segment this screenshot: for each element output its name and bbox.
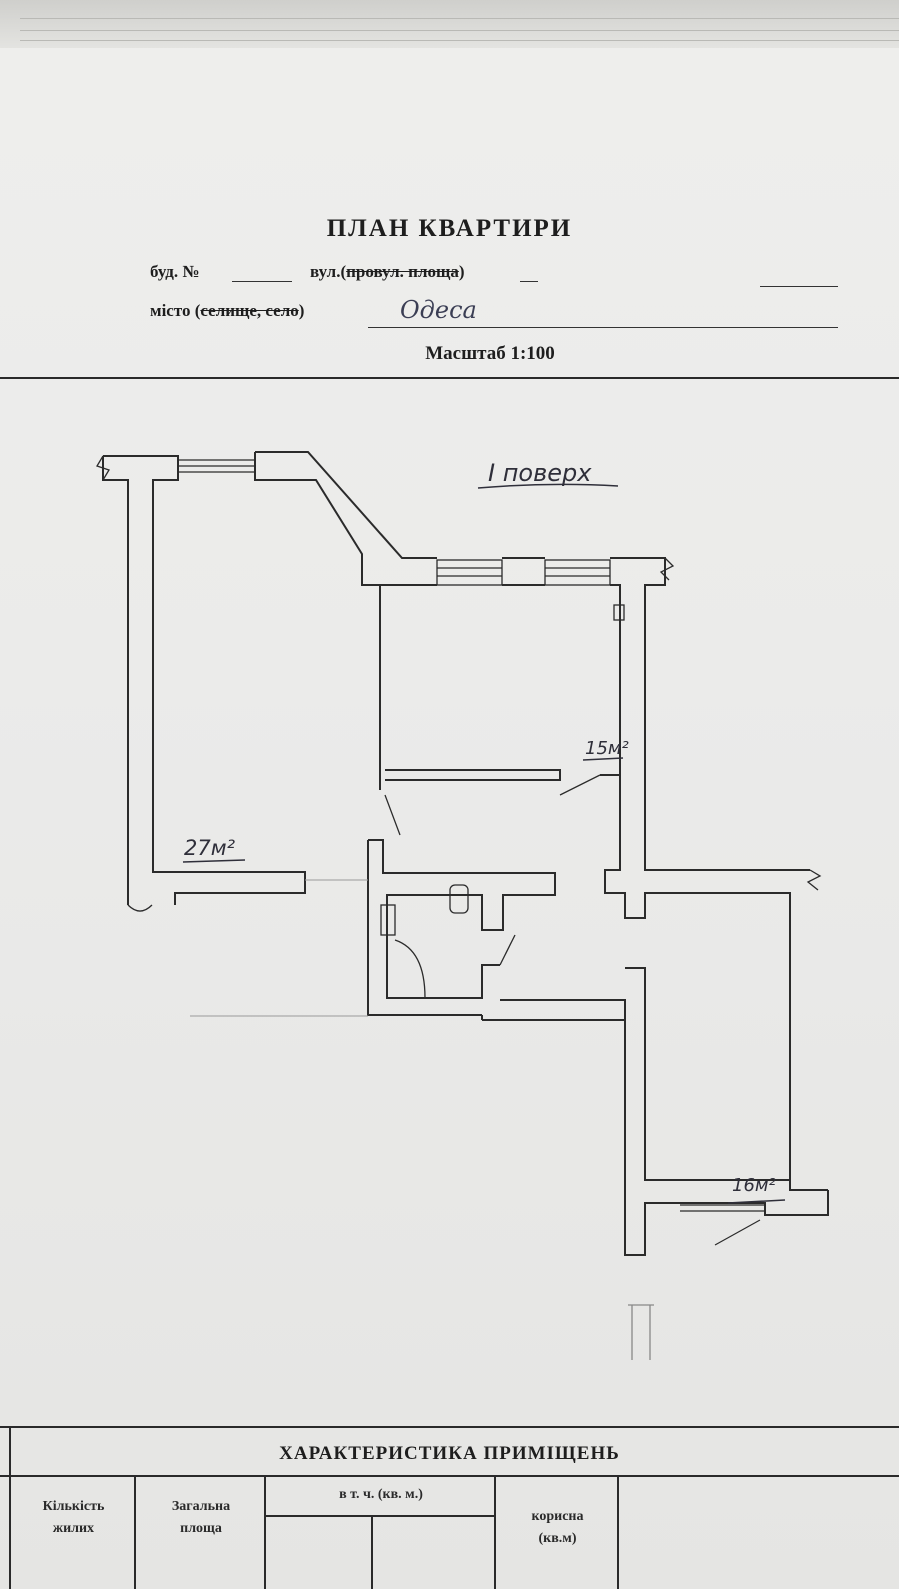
paper-edge-line [20,18,899,19]
entrance-mark [628,1304,654,1360]
city-blank[interactable] [368,327,838,328]
shower-icon [394,939,426,999]
window [436,559,611,586]
wall [368,839,556,999]
paper-edge-line [20,40,899,41]
wall [255,451,437,559]
label-underline [582,757,624,761]
door [384,794,401,836]
door [499,934,516,966]
floor-label: I поверх [488,459,592,487]
label-underline [182,859,246,863]
wall [385,769,561,781]
city-value: Одеса [400,296,477,324]
break-mark [659,557,675,581]
room-area-label: 15м² [585,738,629,759]
label-underline [727,1199,786,1204]
building-number-blank[interactable] [232,281,292,282]
scale-label: Масштаб 1:100 [425,343,555,364]
wall [367,840,482,1016]
column-header: в т. ч. (кв. м.) [339,1487,423,1502]
break-mark [806,869,822,891]
window [178,459,255,473]
document-title: ПЛАН КВАРТИРИ [326,215,573,242]
stove-icon [613,604,625,621]
wall [610,557,810,871]
break-mark [96,455,110,481]
wall [103,455,306,905]
label-underline [477,483,619,489]
wall [625,967,790,1181]
break-mark [127,904,153,912]
wall [500,999,680,1256]
room-area-label: 27м² [184,836,235,860]
wall [600,584,621,776]
building-number-label: буд. № [150,262,200,281]
room-area-label: 16м² [732,1175,776,1196]
document-sheet [0,48,899,1589]
bathtub-icon [380,904,396,936]
street-label: вул.(провул. площа) [310,262,465,281]
window [680,1204,765,1246]
header-divider [0,377,899,379]
paper-edge-line [20,30,899,31]
door [559,774,601,796]
toilet-icon [449,884,469,914]
city-label: місто (селище, село) [150,301,305,320]
street-blank[interactable] [520,281,538,282]
wall [604,775,828,1191]
column-header: корисна(кв.м) [531,1509,584,1546]
street-blank-2[interactable] [760,286,838,287]
table-title: ХАРАКТЕРИСТИКА ПРИМІЩЕНЬ [279,1443,620,1464]
